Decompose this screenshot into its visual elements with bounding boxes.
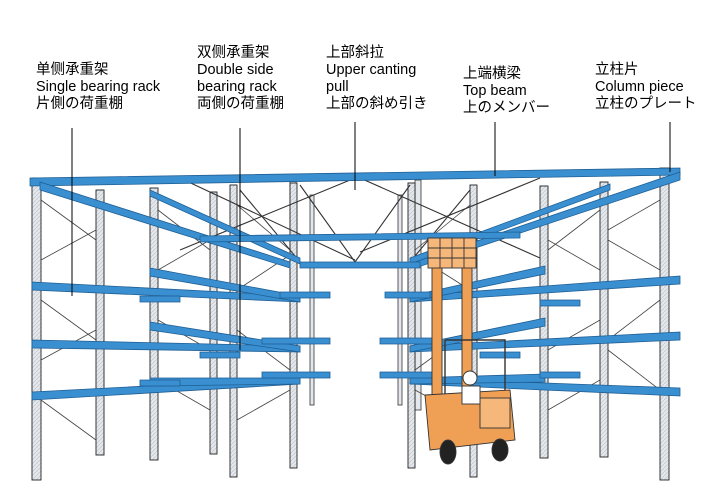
label-en: Double side xyxy=(197,62,274,78)
label-double-side-bearing-rack: 双侧承重架 Double side bearing rack 両側の荷重棚 xyxy=(197,45,284,113)
label-en: Top beam xyxy=(463,83,527,99)
label-en: Single bearing rack xyxy=(36,79,161,95)
label-top-beam: 上端横梁 Top beam 上のメンバー xyxy=(463,66,550,117)
column-piece xyxy=(289,182,298,469)
bearing-rack-beams xyxy=(31,265,681,401)
label-single-bearing-rack: 单侧承重架 Single bearing rack 片側の荷重棚 xyxy=(36,62,160,113)
column-piece xyxy=(209,191,218,455)
label-en: bearing rack xyxy=(197,79,277,95)
label-zh: 上端横梁 xyxy=(463,66,521,82)
label-ja: 上部の斜め引き xyxy=(326,96,428,112)
column-piece xyxy=(659,167,670,481)
label-zh: 上部斜拉 xyxy=(326,45,384,61)
column-piece xyxy=(31,177,42,481)
label-ja: 立柱のプレート xyxy=(595,96,697,112)
label-ja: 上のメンバー xyxy=(463,100,550,116)
label-ja: 両側の荷重棚 xyxy=(197,96,284,112)
column-piece xyxy=(95,189,105,456)
label-zh: 双侧承重架 xyxy=(197,45,270,61)
leader-lines xyxy=(71,122,671,350)
label-upper-canting-pull: 上部斜拉 Upper canting pull 上部の斜め引き xyxy=(326,45,428,113)
label-en: Column piece xyxy=(595,79,684,95)
label-en: pull xyxy=(326,79,349,95)
column-piece xyxy=(229,184,238,478)
label-zh: 单侧承重架 xyxy=(36,62,109,78)
forklift-icon xyxy=(424,237,516,465)
label-ja: 片側の荷重棚 xyxy=(36,96,123,112)
label-column-piece: 立柱片 Column piece 立柱のプレート xyxy=(595,62,697,113)
top-beam-diagonal-left xyxy=(39,181,291,269)
column-piece xyxy=(407,182,416,469)
label-zh: 立柱片 xyxy=(595,62,639,78)
column-piece xyxy=(599,181,609,458)
upper-canting-pull xyxy=(179,177,541,263)
top-beams xyxy=(29,167,681,269)
label-en: Upper canting xyxy=(326,62,417,78)
